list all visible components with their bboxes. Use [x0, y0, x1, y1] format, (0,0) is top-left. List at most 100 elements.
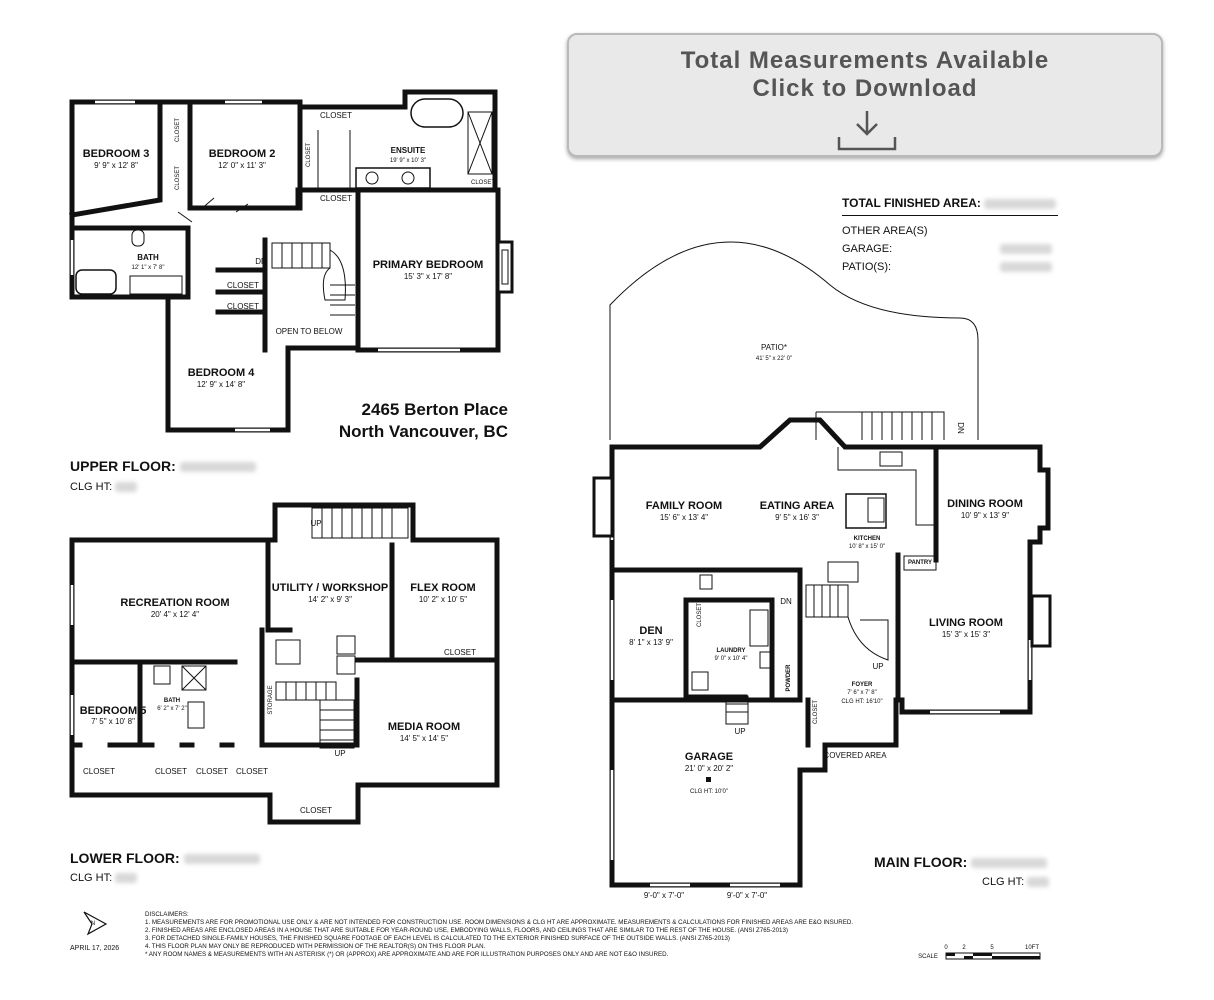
- eating-area-name: EATING AREA: [760, 500, 835, 512]
- garage-dim: 21' 0" x 20' 2": [685, 764, 733, 773]
- bath-upper-dim: 12' 1" x 7' 8": [132, 265, 165, 271]
- bedroom5-dim: 7' 5" x 10' 8": [91, 717, 135, 726]
- bedroom2-name: BEDROOM 2: [209, 148, 276, 160]
- scale-tick: 5: [990, 945, 994, 951]
- den-dim: 8' 1" x 13' 9": [629, 638, 673, 647]
- main-floor-label: MAIN FLOOR:: [874, 854, 1048, 870]
- stair-up-label: UP: [310, 519, 321, 528]
- den-name: DEN: [639, 625, 662, 637]
- download-box-line1: Total Measurements Available: [680, 47, 1050, 74]
- bath-lower-name: BATH: [164, 698, 180, 704]
- family-room-name: FAMILY ROOM: [646, 500, 722, 512]
- dining-room-dim: 10' 9" x 13' 9": [961, 511, 1009, 520]
- ensuite-name: ENSUITE: [391, 146, 426, 155]
- foyer-dim: 7' 6" x 7' 8": [847, 690, 877, 696]
- closet-label: CLOSET: [813, 700, 819, 724]
- lower-floor-plan: RECREATION ROOM 20' 4" x 12' 4" UTILITY …: [69, 502, 500, 825]
- bedroom2-dim: 12' 0" x 11' 3": [218, 161, 266, 170]
- north-arrow-icon: N: [83, 911, 108, 936]
- upper-floor-plan: BEDROOM 3 9' 9" x 12' 8" BEDROOM 2 12' 0…: [69, 89, 514, 433]
- lower-floor-label: LOWER FLOOR:: [70, 850, 260, 866]
- address-line1: 2465 Berton Place: [361, 400, 508, 419]
- bedroom5-name: BEDROOM 5: [80, 705, 147, 717]
- scale-label: SCALE: [918, 954, 938, 960]
- scale-bar: SCALE 0 2 5 10FT: [918, 945, 1041, 960]
- stair-dn-label: DN: [780, 597, 792, 606]
- garage-door2-dim: 9'-0" x 7'-0": [727, 891, 767, 900]
- disclaimer-title: DISCLAIMERS:: [145, 911, 189, 918]
- living-room-dim: 15' 3" x 15' 3": [942, 630, 990, 639]
- covered-area-label: COVERED AREA: [823, 751, 887, 760]
- disclaimer-item: 4. THIS FLOOR PLAN MAY ONLY BE REPRODUCE…: [145, 943, 486, 950]
- stair-up-label: UP: [872, 662, 883, 671]
- closet-label: CLOSET: [300, 806, 332, 815]
- other-areas-label: OTHER AREA(S): [842, 225, 928, 237]
- living-room-name: LIVING ROOM: [929, 617, 1003, 629]
- download-icon: [837, 111, 897, 151]
- lower-clg-label: CLG HT:: [70, 872, 113, 884]
- redacted-value: [1000, 262, 1052, 272]
- address-line2: North Vancouver, BC: [338, 422, 508, 441]
- laundry-dim: 9' 0" x 10' 4": [715, 656, 748, 662]
- main-floor-clg: CLG HT:: [982, 876, 1050, 888]
- main-floor-title: MAIN FLOOR:: [874, 854, 968, 870]
- upper-floor-label: UPPER FLOOR:: [70, 458, 256, 474]
- utility-workshop-name: UTILITY / WORKSHOP: [272, 582, 389, 594]
- disclaimer-item: 1. MEASUREMENTS ARE FOR PROMOTIONAL USE …: [145, 919, 854, 926]
- total-area-label: TOTAL FINISHED AREA:: [842, 196, 981, 210]
- media-room-dim: 14' 5" x 14' 5": [400, 734, 448, 743]
- flex-room-dim: 10' 2" x 10' 5": [419, 595, 467, 604]
- scale-tick: 0: [944, 945, 948, 951]
- utility-workshop-dim: 14' 2" x 9' 3": [308, 595, 352, 604]
- bedroom3-dim: 9' 9" x 12' 8": [94, 161, 138, 170]
- garage-name: GARAGE: [685, 751, 733, 763]
- garage-area-label: GARAGE:: [842, 243, 893, 255]
- storage-label: STORAGE: [268, 685, 274, 714]
- dining-room-name: DINING ROOM: [947, 498, 1023, 510]
- upper-clg-label: CLG HT:: [70, 481, 113, 493]
- upper-floor-clg: CLG HT:: [70, 481, 138, 493]
- main-floor-plan: PATIO* 41' 5" x 22' 0" FAMILY ROOM 15' 6…: [592, 241, 1052, 900]
- recreation-room-name: RECREATION ROOM: [120, 597, 229, 609]
- compass-letter: N: [91, 921, 95, 927]
- closet-label: CLOSET: [320, 194, 352, 203]
- disclaimer-item: 2. FINISHED AREAS ARE ENCLOSED AREAS IN …: [145, 927, 788, 934]
- patio-area-label: PATIO(S):: [842, 261, 892, 273]
- closet-label: CLOSET: [697, 603, 703, 627]
- main-clg-label: CLG HT:: [982, 876, 1025, 888]
- stair-up-label: UP: [734, 727, 745, 736]
- pantry-label: PANTRY: [908, 560, 932, 566]
- closet-label: CLOSET: [175, 166, 181, 190]
- closet-label: CLOSET: [196, 767, 228, 776]
- stair-dn-label: DN: [255, 257, 267, 266]
- disclaimer-item: 3. FOR DETACHED SINGLE-FAMILY HOUSES, TH…: [145, 935, 730, 942]
- closet-label: CLOSET: [227, 281, 259, 290]
- bedroom4-dim: 12' 9" x 14' 8": [197, 380, 245, 389]
- upper-floor-title: UPPER FLOOR:: [70, 458, 176, 474]
- flex-room-name: FLEX ROOM: [410, 582, 475, 594]
- eating-area-dim: 9' 5" x 16' 3": [775, 513, 819, 522]
- divider: [842, 215, 1058, 216]
- patio-name: PATIO*: [761, 343, 787, 352]
- redacted-value: [1000, 244, 1052, 254]
- redacted-value: [971, 858, 1048, 869]
- garage-door1-dim: 9'-0" x 7'-0": [644, 891, 684, 900]
- closet-label: CLOSET: [175, 118, 181, 142]
- open-to-below-label: OPEN TO BELOW: [276, 327, 343, 336]
- closet-label: CLOSET: [236, 767, 268, 776]
- redacted-value: [115, 482, 138, 493]
- address-block: 2465 Berton Place North Vancouver, BC: [330, 399, 508, 443]
- bath-lower-dim: 6' 2" x 7' 2": [157, 706, 187, 712]
- disclaimer-item: * ANY ROOM NAMES & MEASUREMENTS WITH AN …: [145, 951, 669, 958]
- download-measurements-button[interactable]: Total Measurements Available Click to Do…: [567, 33, 1163, 157]
- bedroom4-name: BEDROOM 4: [188, 367, 256, 379]
- patio-dim: 41' 5" x 22' 0": [756, 356, 792, 362]
- closet-label: CLOSET: [227, 302, 259, 311]
- closet-label: CLOSET: [306, 143, 312, 167]
- stair-up-label: UP: [334, 749, 345, 758]
- bedroom3-name: BEDROOM 3: [83, 148, 150, 160]
- powder-name: POWDER: [786, 664, 792, 692]
- bath-upper-name: BATH: [137, 253, 159, 262]
- recreation-room-dim: 20' 4" x 12' 4": [151, 610, 199, 619]
